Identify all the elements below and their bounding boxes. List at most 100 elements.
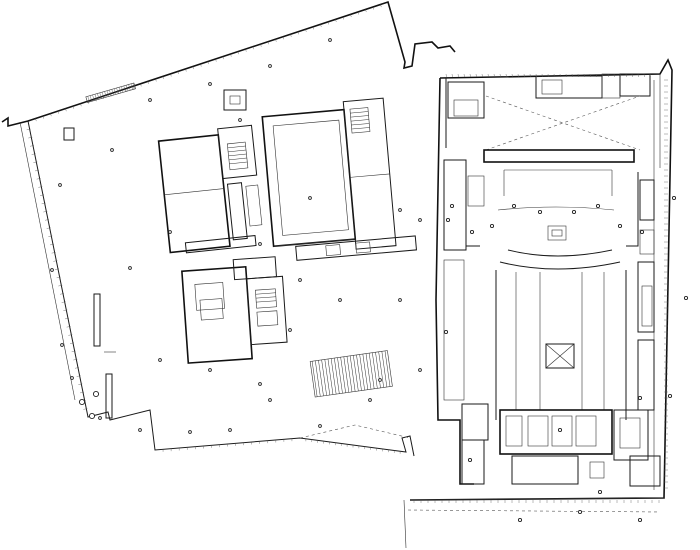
mullion xyxy=(76,375,81,377)
mullion xyxy=(613,73,615,78)
mullion xyxy=(57,111,59,114)
mullion xyxy=(290,34,292,37)
mullion xyxy=(619,73,621,78)
column xyxy=(258,242,262,246)
mullion xyxy=(583,73,585,78)
grille-bar xyxy=(99,92,102,99)
grille-bar xyxy=(94,94,97,100)
mullion xyxy=(44,219,50,221)
mullion xyxy=(66,326,71,328)
grille-bar xyxy=(106,90,109,97)
mullion xyxy=(125,88,127,92)
grille-bar xyxy=(116,87,119,94)
column xyxy=(98,416,102,420)
mullion xyxy=(342,16,344,20)
column xyxy=(238,118,242,122)
mullion xyxy=(237,51,239,55)
column xyxy=(78,398,86,406)
mullion xyxy=(565,73,567,78)
mullion xyxy=(38,186,43,188)
stair-tread xyxy=(334,358,340,394)
studio-block-left xyxy=(157,124,263,254)
column xyxy=(148,98,152,102)
mullion xyxy=(170,73,172,77)
mullion xyxy=(64,317,70,320)
column xyxy=(308,196,312,200)
column xyxy=(639,229,645,235)
mullion xyxy=(372,6,374,10)
mullion xyxy=(39,194,45,196)
stair-tread xyxy=(372,352,378,389)
hall-bottom-rooms xyxy=(461,403,661,487)
studio-block-lower xyxy=(181,256,288,364)
mullion xyxy=(68,334,73,336)
mullion xyxy=(230,54,232,57)
grille-bar xyxy=(104,91,107,98)
mullion xyxy=(499,73,501,78)
column xyxy=(338,298,342,302)
mullion xyxy=(49,243,55,246)
mullion xyxy=(445,73,447,78)
mullion xyxy=(46,227,51,229)
mullion xyxy=(155,78,157,82)
mullion xyxy=(553,73,555,78)
column xyxy=(577,509,583,515)
mullion xyxy=(185,68,187,72)
column xyxy=(637,395,643,401)
stair-tread xyxy=(337,357,343,394)
column xyxy=(268,64,272,68)
grille-bar xyxy=(133,83,136,89)
column xyxy=(489,223,495,229)
mullion xyxy=(58,285,63,287)
mullion xyxy=(73,359,78,361)
mullion xyxy=(140,83,142,87)
grille-bar xyxy=(121,86,124,93)
mullion xyxy=(43,211,48,213)
column xyxy=(50,268,54,272)
stair-tread xyxy=(375,352,381,388)
left-walls xyxy=(93,293,116,419)
mullion xyxy=(102,96,104,99)
stage-area xyxy=(465,149,639,270)
stair-tread xyxy=(340,357,346,393)
mullion xyxy=(577,73,579,78)
mullion xyxy=(350,14,352,18)
column xyxy=(398,208,402,212)
column xyxy=(208,82,212,86)
grille-bar xyxy=(97,93,100,100)
mullion xyxy=(607,73,609,78)
column xyxy=(368,398,372,402)
column xyxy=(378,378,382,382)
column xyxy=(92,390,100,398)
mullion xyxy=(475,73,477,78)
column xyxy=(637,517,643,523)
mullion xyxy=(335,19,337,23)
grille-bar xyxy=(128,84,131,91)
column xyxy=(188,430,192,434)
column xyxy=(208,368,212,372)
mullion xyxy=(50,113,52,117)
column xyxy=(138,428,142,432)
mullion xyxy=(78,383,83,385)
mullion xyxy=(74,367,80,369)
mullion xyxy=(523,73,525,78)
grille-bar xyxy=(118,87,121,94)
facade-mullions-left xyxy=(26,128,88,410)
hall-top-rooms xyxy=(447,73,651,151)
mullion xyxy=(31,153,36,155)
mullion xyxy=(29,145,35,147)
mullion xyxy=(511,73,513,78)
mullion xyxy=(63,309,68,311)
column xyxy=(398,298,402,302)
column xyxy=(671,195,677,201)
stair-tread xyxy=(343,356,350,393)
mullion xyxy=(380,4,382,8)
hall-side-rooms xyxy=(443,159,655,411)
mullion xyxy=(327,21,329,25)
mullion xyxy=(589,73,591,78)
mullion xyxy=(547,73,549,78)
column xyxy=(288,328,292,332)
column xyxy=(58,183,62,187)
column xyxy=(537,209,543,215)
